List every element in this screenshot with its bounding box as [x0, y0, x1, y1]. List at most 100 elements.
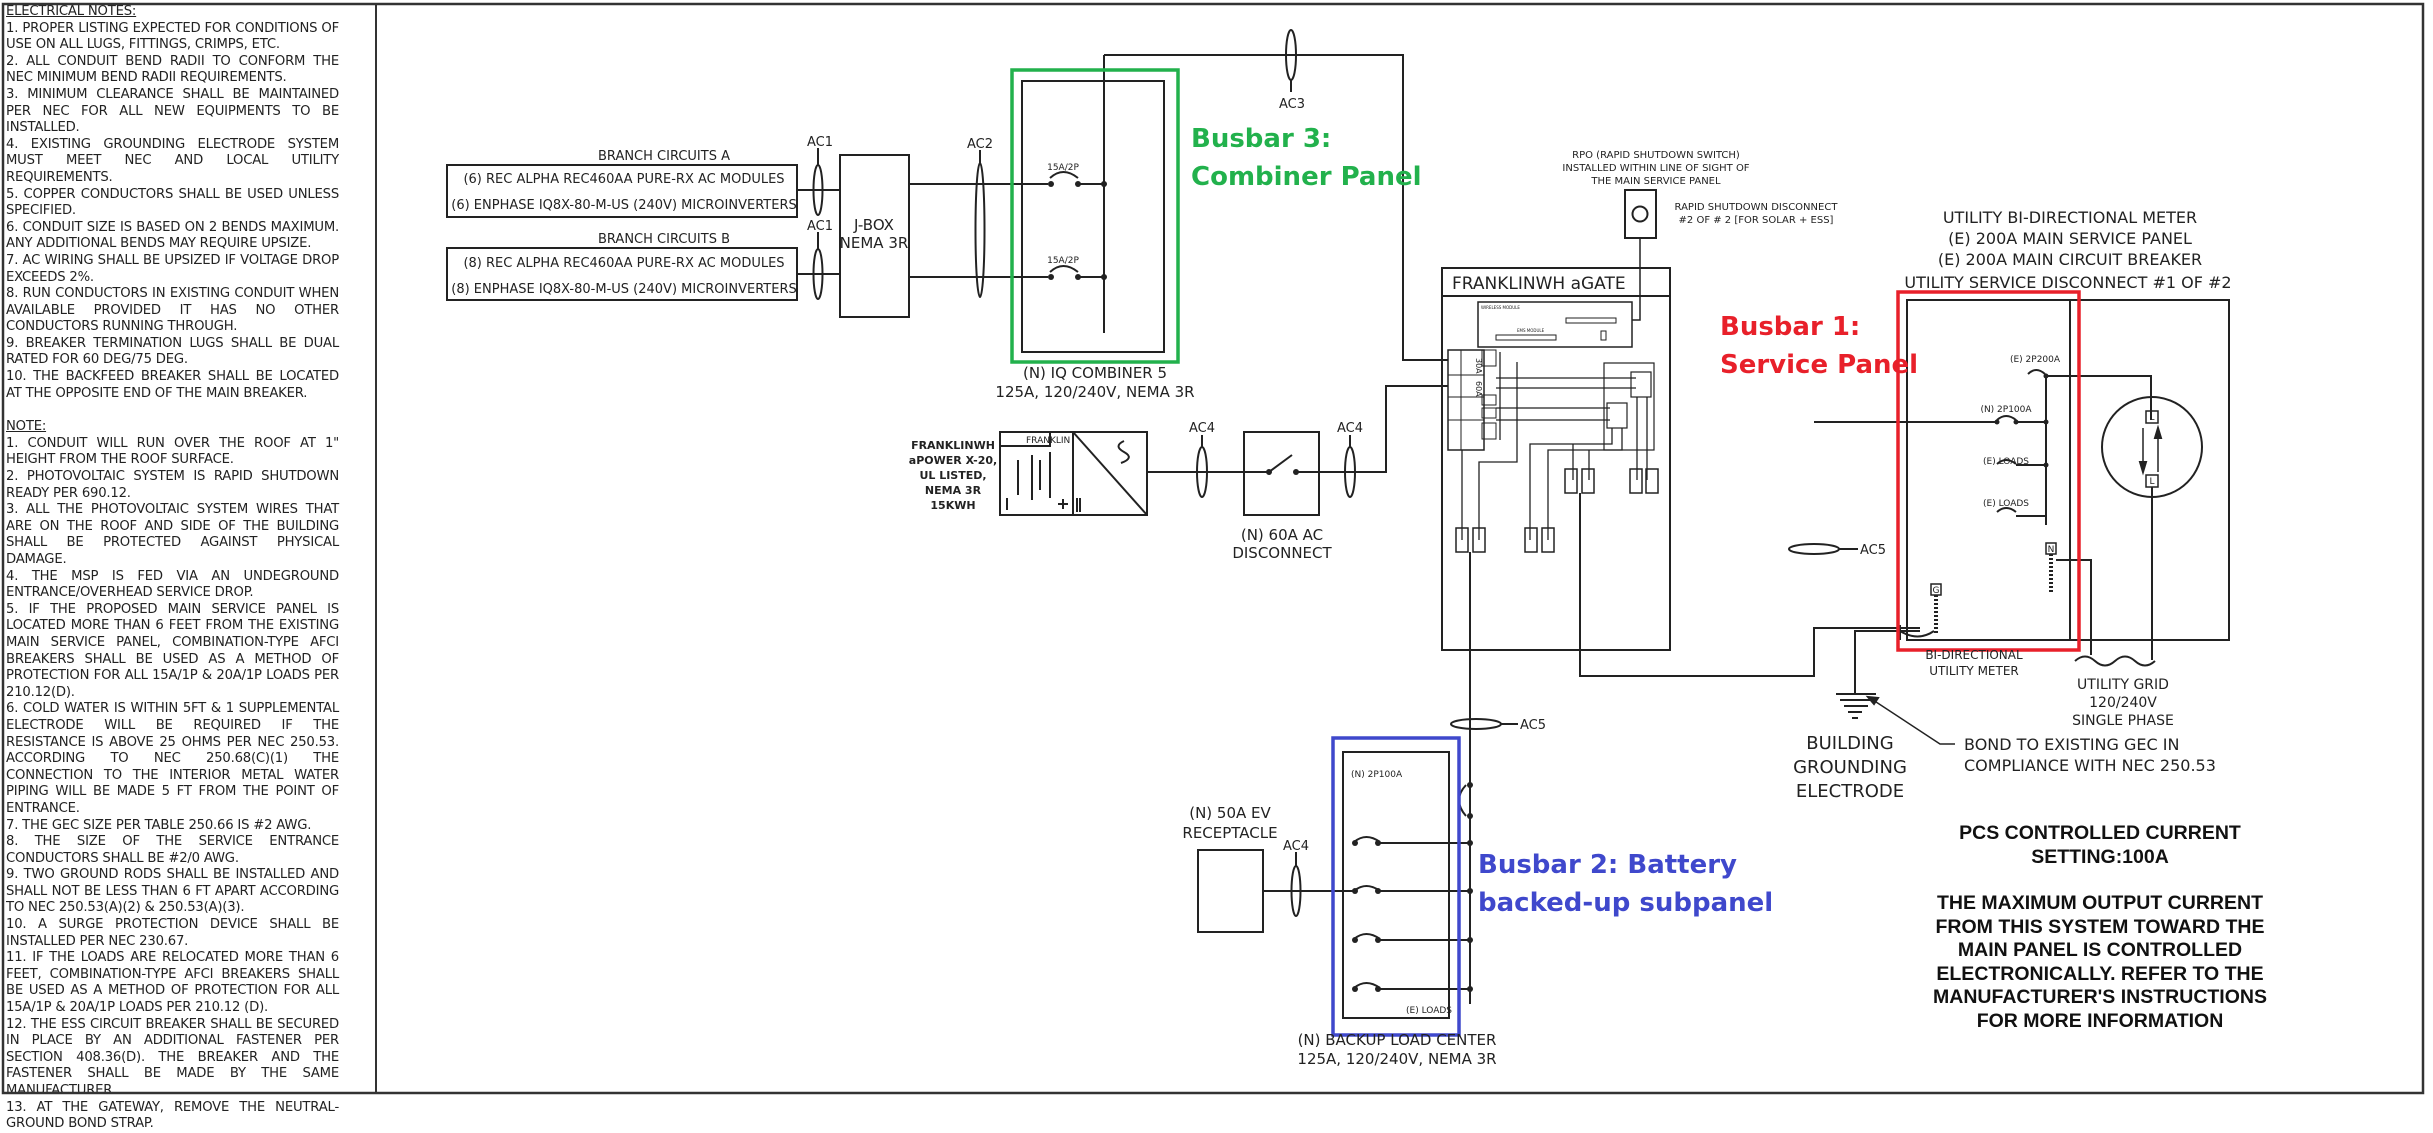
- note-item: 6. COLD WATER IS WITHIN 5FT & 1 SUPPLEME…: [6, 701, 339, 816]
- msp-header-3: (E) 200A MAIN CIRCUIT BREAKER: [1938, 250, 2202, 269]
- busbar3-highlight: [1010, 68, 1180, 364]
- note-item: 12. THE ESS CIRCUIT BREAKER SHALL BE SEC…: [6, 1016, 339, 1098]
- rpo-label-3: THE MAIN SERVICE PANEL: [1590, 176, 1721, 187]
- disconnect-switch: [1268, 454, 1293, 473]
- backup-load-center: [1342, 751, 1450, 1019]
- single-line-diagram: BRANCH CIRCUITS A (6) REC ALPHA REC460AA…: [1, 2, 2425, 1095]
- ev-line1: (N) 50A EV: [1189, 804, 1271, 822]
- pcs-body-line: MANUFACTURER'S INSTRUCTIONS: [1933, 986, 2267, 1008]
- agate-breakers: [1447, 349, 1485, 451]
- backup-label-1: (N) BACKUP LOAD CENTER: [1298, 1031, 1497, 1049]
- ac5-label-msp: AC5: [1860, 543, 1886, 558]
- busbar3-line2: Combiner Panel: [1191, 162, 1422, 192]
- battery-brand: FRANKLIN: [1026, 436, 1070, 446]
- busbar1-annotation: Busbar 1: Service Panel: [1720, 308, 1918, 384]
- electrical-note-item: 7. AC WIRING SHALL BE UPSIZED IF VOLTAGE…: [6, 252, 339, 285]
- branch-b-line2: (8) ENPHASE IQ8X-80-M-US (240V) MICROINV…: [451, 282, 796, 297]
- ground-label-1: BUILDING: [1806, 733, 1893, 754]
- note-item: 8. THE SIZE OF THE SERVICE ENTRANCE COND…: [6, 834, 339, 866]
- msp-header-2: (E) 200A MAIN SERVICE PANEL: [1948, 229, 2192, 248]
- rpo-red-label-2: #2 OF # 2 [FOR SOLAR + ESS]: [1679, 215, 1834, 226]
- rpo-label-1: RPO (RAPID SHUTDOWN SWITCH): [1572, 150, 1740, 161]
- rpo-label-2: INSTALLED WITHIN LINE OF SIGHT OF: [1562, 163, 1749, 174]
- ac-disconnect-box: [1243, 431, 1320, 516]
- n-bar-label: N: [2048, 545, 2055, 555]
- ac3-label: AC3: [1279, 97, 1305, 112]
- grid-label-2: 120/240V: [2089, 695, 2157, 711]
- utility-grid-icon: [2074, 655, 2156, 667]
- ac4-label-ev: AC4: [1283, 839, 1309, 854]
- notes-list: 1. CONDUIT WILL RUN OVER THE ROOF AT 1" …: [6, 436, 375, 1133]
- msp-loads-2: (E) LOADS: [1983, 499, 2029, 509]
- conduit-ac5-msp: [1788, 543, 1840, 555]
- battery-label-5: 15KWH: [930, 499, 975, 512]
- jbox: [839, 154, 910, 318]
- ac1-label-a: AC1: [807, 135, 833, 150]
- busbar2-highlight: [1331, 736, 1461, 1037]
- branch-b-line1: (8) REC ALPHA REC460AA PURE-RX AC MODULE…: [463, 256, 784, 271]
- grid-label-1: UTILITY GRID: [2077, 677, 2169, 693]
- rpo-red-label-1: RAPID SHUTDOWN DISCONNECT: [1675, 202, 1839, 213]
- bond-label-2: COMPLIANCE WITH NEC 250.53: [1964, 756, 2216, 775]
- pcs-body-line: ELECTRONICALLY. REFER TO THE: [1936, 962, 2264, 985]
- busbar3-line1: Busbar 3:: [1191, 124, 1332, 154]
- jbox-line1: J-BOX: [853, 216, 894, 234]
- branch-a-title: BRANCH CIRCUITS A: [598, 149, 730, 164]
- ev-receptacle: [1197, 849, 1264, 933]
- electrical-notes-heading: ELECTRICAL NOTES:: [6, 4, 137, 19]
- busbar2-line2: backed-up subpanel: [1478, 888, 1774, 918]
- electrical-note-item: 10. THE BACKFEED BREAKER SHALL BE LOCATE…: [6, 369, 339, 401]
- agate-30a: 30A: [1474, 358, 1483, 374]
- busbar1-line1: Busbar 1:: [1720, 312, 1861, 342]
- note-item: 2. PHOTOVOLTAIC SYSTEM IS RAPID SHUTDOWN…: [6, 469, 339, 501]
- combiner-label-2: 125A, 120/240V, NEMA 3R: [995, 383, 1194, 401]
- combiner-panel: [1021, 80, 1165, 353]
- g-bar-label: G: [1933, 586, 1940, 596]
- electrical-note-item: 3. MINIMUM CLEARANCE SHALL BE MAINTAINED…: [6, 86, 339, 136]
- branch-a-line1: (6) REC ALPHA REC460AA PURE-RX AC MODULE…: [463, 172, 784, 187]
- meter-label-1: BI-DIRECTIONAL: [1925, 648, 2023, 662]
- msp-header-1: UTILITY BI-DIRECTIONAL METER: [1943, 208, 2197, 227]
- note-item: 9. TWO GROUND RODS SHALL BE INSTALLED AN…: [6, 867, 339, 916]
- pcs-body-line: FOR MORE INFORMATION: [1976, 1009, 2224, 1032]
- combiner-label-1: (N) IQ COMBINER 5: [1023, 364, 1167, 382]
- rpo-switch[interactable]: [1624, 189, 1657, 239]
- meter-label-2: UTILITY METER: [1929, 664, 2019, 678]
- agate-title: FRANKLINWH aGATE: [1452, 274, 1626, 294]
- pcs-note: PCS CONTROLLED CURRENT SETTING:100A THE …: [1930, 822, 2270, 1033]
- note-item: 1. CONDUIT WILL RUN OVER THE ROOF AT 1" …: [6, 435, 339, 468]
- ground-icon: [1836, 693, 1876, 719]
- pcs-body-line: FROM THIS SYSTEM TOWARD THE: [1935, 915, 2265, 938]
- disconnect-line2: DISCONNECT: [1232, 544, 1332, 562]
- ac4-label-battery: AC4: [1189, 421, 1215, 436]
- msp-loads-1: (E) LOADS: [1983, 457, 2029, 467]
- notes-panel: ELECTRICAL NOTES: 1. PROPER LISTING EXPE…: [4, 4, 377, 1131]
- ground-label-3: ELECTRODE: [1796, 781, 1904, 802]
- branch-b-title: BRANCH CIRCUITS B: [598, 232, 730, 247]
- backup-loads: (E) LOADS: [1406, 1006, 1452, 1016]
- msp-new-breaker: (N) 2P100A: [1980, 405, 2032, 415]
- drawing-frame: [1, 2, 2425, 1095]
- electrical-note-item: 4. EXISTING GROUNDING ELECTRODE SYSTEM M…: [6, 136, 339, 185]
- ac1-label-b: AC1: [807, 219, 833, 234]
- msp-disconnect-label: UTILITY SERVICE DISCONNECT #1 OF #2: [1904, 273, 2231, 292]
- battery-label-3: UL LISTED,: [919, 469, 986, 482]
- branch-a-line2: (6) ENPHASE IQ8X-80-M-US (240V) MICROINV…: [451, 198, 796, 213]
- note-item: 13. AT THE GATEWAY, REMOVE THE NEUTRAL-G…: [6, 1099, 339, 1132]
- meter-l-top: L: [2149, 413, 2154, 423]
- pcs-line1: PCS CONTROLLED CURRENT: [1959, 822, 2241, 844]
- conduit-ac5-backup: [1450, 718, 1502, 730]
- agate-enclosure: [1441, 267, 1671, 651]
- agate-wireless-label: WIRELESS MODULE: [1481, 305, 1520, 310]
- electrical-note-item: 6. CONDUIT SIZE IS BASED ON 2 BENDS MAXI…: [6, 219, 339, 252]
- note-item: 7. THE GEC SIZE PER TABLE 250.66 IS #2 A…: [6, 817, 312, 833]
- notes-heading: NOTE:: [6, 419, 47, 435]
- agate-60a: 60A: [1474, 381, 1483, 397]
- backup-label-2: 125A, 120/240V, NEMA 3R: [1297, 1050, 1496, 1068]
- disconnect-line1: (N) 60A AC: [1241, 526, 1323, 544]
- busbar1-highlight: [1896, 290, 2081, 652]
- combiner-breaker-1: 15A/2P: [1047, 163, 1079, 173]
- combiner-breaker-2: 15A/2P: [1047, 256, 1079, 266]
- note-item: 3. ALL THE PHOTOVOLTAIC SYSTEM WIRES THA…: [6, 502, 339, 567]
